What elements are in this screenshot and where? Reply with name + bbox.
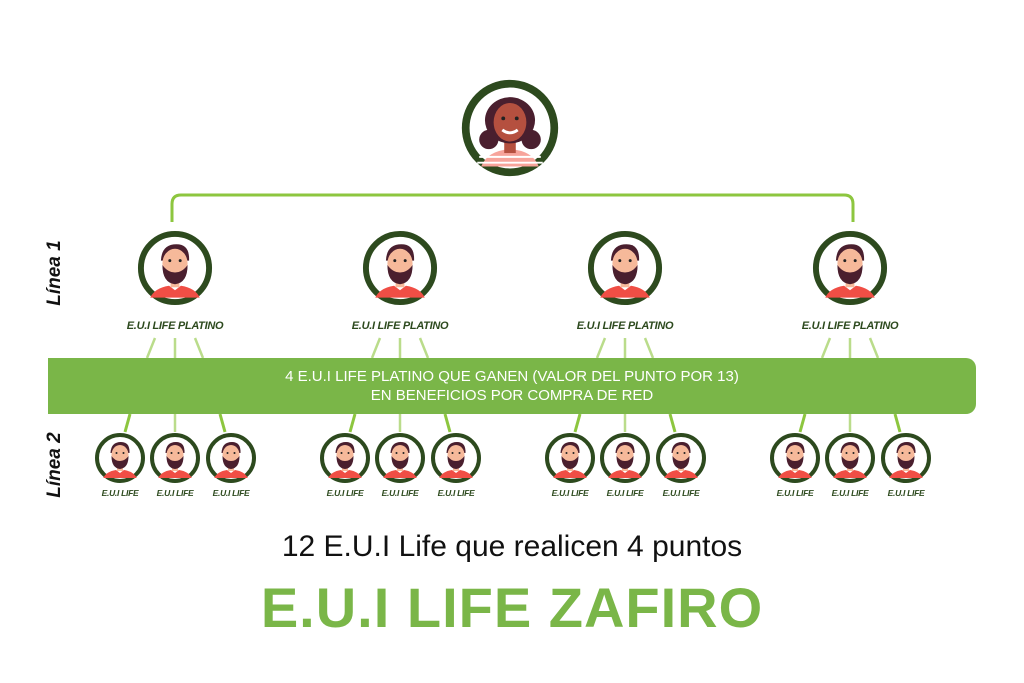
connector-line <box>418 337 430 359</box>
root-connector <box>170 193 855 222</box>
line2-member-label: E.U.I LIFE <box>831 488 869 498</box>
connector-line <box>668 413 677 433</box>
line2-member-avatar <box>823 431 877 490</box>
line1-member-avatar <box>135 228 215 313</box>
line2-member-avatar <box>148 431 202 490</box>
person-icon <box>375 433 425 483</box>
rank-title: E.U.I LIFE ZAFIRO <box>260 576 764 639</box>
line2-member-label: E.U.I LIFE <box>662 488 700 498</box>
person-icon <box>461 79 559 177</box>
person-icon <box>600 433 650 483</box>
line2-member-avatar <box>204 431 258 490</box>
connector-line <box>573 413 582 433</box>
line2-member-label: E.U.I LIFE <box>887 488 925 498</box>
person-icon <box>587 230 663 306</box>
connector-line <box>218 413 227 433</box>
connector-line <box>145 337 157 359</box>
connector-line <box>193 337 205 359</box>
connector-line <box>820 337 832 359</box>
connector-line <box>893 413 902 433</box>
line2-member-avatar <box>429 431 483 490</box>
line2-member-label: E.U.I LIFE <box>606 488 644 498</box>
benefit-line-2: EN BENEFICIOS POR COMPRA DE RED <box>370 387 654 404</box>
connector-line <box>643 337 655 359</box>
person-icon <box>431 433 481 483</box>
person-icon <box>206 433 256 483</box>
person-icon <box>150 433 200 483</box>
connector-line <box>123 413 132 433</box>
line2-member-avatar <box>373 431 427 490</box>
line2-member-avatar <box>768 431 822 490</box>
person-icon <box>881 433 931 483</box>
person-icon <box>545 433 595 483</box>
connector-line <box>798 413 807 433</box>
connector-line <box>443 413 452 433</box>
benefit-line-1: 4 E.U.I LIFE PLATINO QUE GANEN (VALOR DE… <box>285 368 739 385</box>
line2-member-label: E.U.I LIFE <box>551 488 589 498</box>
line2-member-label: E.U.I LIFE <box>156 488 194 498</box>
connector-line <box>348 413 357 433</box>
line2-member-avatar <box>318 431 372 490</box>
line1-member-avatar <box>585 228 665 313</box>
line2-member-label: E.U.I LIFE <box>212 488 250 498</box>
line2-member-label: E.U.I LIFE <box>381 488 419 498</box>
line2-member-label: E.U.I LIFE <box>776 488 814 498</box>
connector-line <box>595 337 607 359</box>
line2-member-avatar <box>543 431 597 490</box>
connector-line <box>868 337 880 359</box>
line2-member-avatar <box>598 431 652 490</box>
line2-member-label: E.U.I LIFE <box>326 488 364 498</box>
line2-member-avatar <box>654 431 708 490</box>
line1-member-label: E.U.I LIFE PLATINO <box>351 320 449 332</box>
line1-member-label: E.U.I LIFE PLATINO <box>576 320 674 332</box>
line-1-label: Línea 1 <box>44 240 65 306</box>
person-icon <box>320 433 370 483</box>
line1-member-label: E.U.I LIFE PLATINO <box>801 320 899 332</box>
line1-member-avatar <box>360 228 440 313</box>
person-icon <box>362 230 438 306</box>
person-icon <box>137 230 213 306</box>
connector-line <box>370 337 382 359</box>
person-icon <box>95 433 145 483</box>
benefit-banner: 4 E.U.I LIFE PLATINO QUE GANEN (VALOR DE… <box>48 358 976 414</box>
line1-member-avatar <box>810 228 890 313</box>
line2-member-label: E.U.I LIFE <box>437 488 475 498</box>
line2-member-avatar <box>93 431 147 490</box>
sponsor-avatar <box>458 76 562 185</box>
line1-member-label: E.U.I LIFE PLATINO <box>126 320 224 332</box>
line-2-label: Línea 2 <box>44 432 65 498</box>
requirement-text: 12 E.U.I Life que realicen 4 puntos <box>281 530 743 563</box>
person-icon <box>770 433 820 483</box>
line2-member-avatar <box>879 431 933 490</box>
person-icon <box>812 230 888 306</box>
person-icon <box>825 433 875 483</box>
line2-member-label: E.U.I LIFE <box>101 488 139 498</box>
person-icon <box>656 433 706 483</box>
